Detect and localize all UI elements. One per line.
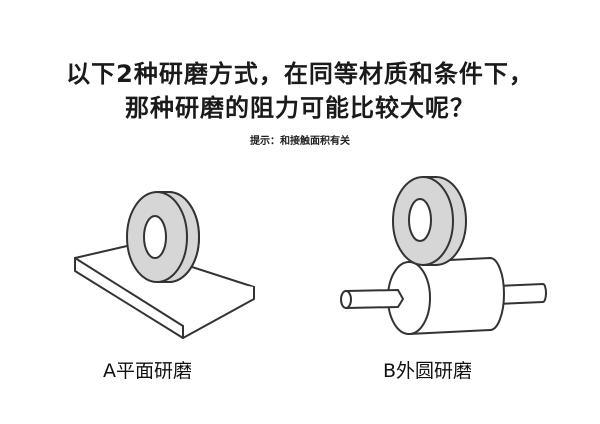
question-line-2: 那种研磨的阻力可能比较大呢？ [125, 94, 475, 122]
grinding-wheel-icon [126, 191, 200, 283]
caption-a: A平面研磨 [103, 360, 192, 382]
cylinder-workpiece-icon [387, 257, 505, 335]
shaft-left-icon [340, 289, 404, 309]
flat-plate-icon [74, 245, 255, 339]
caption-b: B外圆研磨 [383, 360, 473, 382]
shaft-right-icon [496, 283, 547, 305]
diagram-a-surface-grinding [74, 191, 255, 339]
grinding-wheel-icon-b [392, 176, 467, 266]
hint-text: 提示：和接触面积有关 [250, 136, 350, 147]
diagram-b-cylindrical-grinding [340, 176, 547, 335]
question-line-1: 以下2种研磨方式，在同等材质和条件下， [66, 60, 534, 88]
